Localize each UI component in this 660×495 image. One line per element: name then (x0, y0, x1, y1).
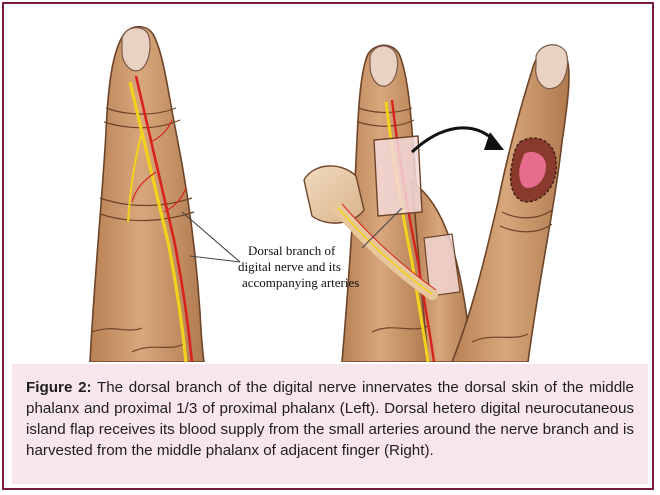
annotation-line: digital nerve and its (238, 259, 341, 274)
figure-caption: Figure 2: The dorsal branch of the digit… (12, 364, 648, 484)
figure-frame: Dorsal branch of digital nerve and its a… (2, 2, 654, 490)
right-middle-fingernail (370, 46, 398, 86)
left-fingernail (122, 28, 150, 71)
right-hand (304, 45, 569, 362)
figure-illustration: Dorsal branch of digital nerve and its a… (72, 12, 592, 362)
annotation-line: Dorsal branch of (248, 243, 336, 258)
caption-text: The dorsal branch of the digital nerve i… (26, 379, 634, 459)
left-finger (90, 27, 204, 362)
caption-label: Figure 2: (26, 379, 92, 396)
annotation-label: Dorsal branch of digital nerve and its a… (238, 243, 359, 290)
rotation-arrow (412, 128, 496, 152)
raised-flap (304, 166, 364, 223)
annotation-line: accompanying arteries (242, 275, 359, 290)
